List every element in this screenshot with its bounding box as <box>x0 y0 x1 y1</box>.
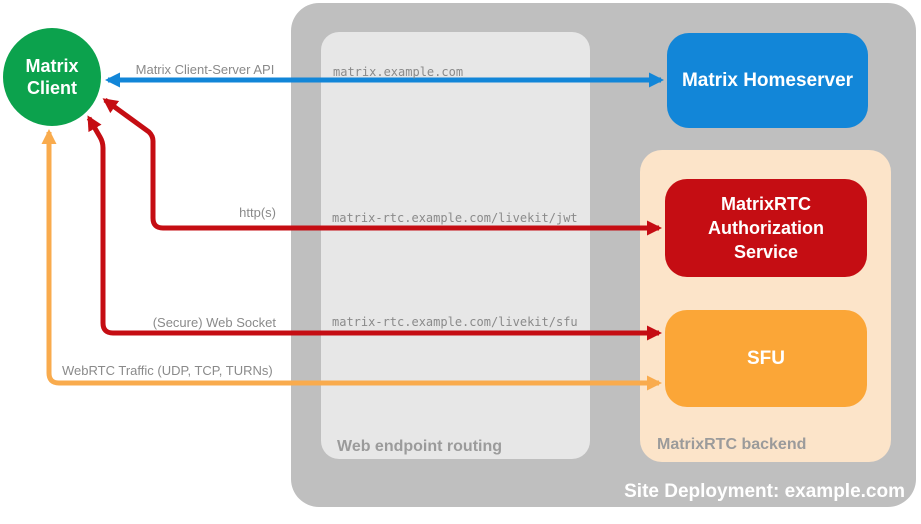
endpoint-livekit-jwt: matrix-rtc.example.com/livekit/jwt <box>332 211 578 225</box>
matrixrtc-authorization-service-label: MatrixRTC Authorization Service <box>708 193 824 263</box>
endpoint-livekit-sfu: matrix-rtc.example.com/livekit/sfu <box>332 315 578 329</box>
https-arrow-label: http(s) <box>239 205 276 220</box>
site-deployment-title: Site Deployment: example.com <box>624 481 905 502</box>
client-server-api-arrow-label: Matrix Client-Server API <box>135 62 275 77</box>
matrix-client-node: Matrix Client <box>3 28 101 126</box>
matrix-homeserver-label: Matrix Homeserver <box>681 69 854 91</box>
matrixrtc-authorization-service-node: MatrixRTC Authorization Service <box>665 179 867 277</box>
matrix-homeserver-node: Matrix Homeserver <box>667 33 868 128</box>
websocket-arrow-label: (Secure) Web Socket <box>152 315 276 330</box>
sfu-label: SFU <box>747 347 785 369</box>
webrtc-traffic-arrow-label: WebRTC Traffic (UDP, TCP, TURNs) <box>62 363 273 378</box>
sfu-node: SFU <box>665 310 867 407</box>
endpoint-matrix-example-com: matrix.example.com <box>333 65 464 79</box>
web-endpoint-routing-title: Web endpoint routing <box>337 438 503 455</box>
matrix-client-label: Matrix Client <box>25 55 79 99</box>
web-endpoint-routing-container <box>321 32 590 459</box>
matrixrtc-backend-title: MatrixRTC backend <box>657 436 807 453</box>
